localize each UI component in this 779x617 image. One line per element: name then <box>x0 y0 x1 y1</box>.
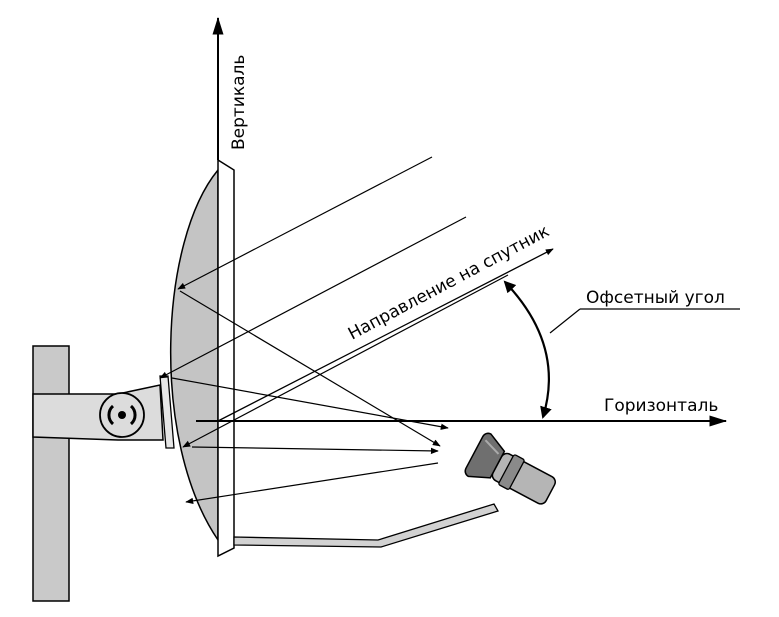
incoming-ray <box>182 274 509 448</box>
feed-support-arm <box>233 503 499 548</box>
satellite-direction-label: Направление на спутник <box>345 221 553 344</box>
reflected-rays <box>171 290 449 505</box>
mast-pole <box>32 345 70 602</box>
pivot-joint-icon <box>99 392 145 438</box>
reflected-ray <box>191 446 439 455</box>
reflected-ray <box>185 462 439 505</box>
offset-angle-label: Офсетный угол <box>586 288 725 308</box>
converter-lnb-icon <box>464 432 556 505</box>
dish-reflector <box>169 167 219 543</box>
incoming-ray <box>159 216 467 379</box>
offset-angle-arc <box>503 280 552 419</box>
satellite-direction-line <box>217 248 554 422</box>
incoming-rays <box>159 156 509 448</box>
vertical-label: Вертикаль <box>229 55 249 150</box>
dish-rim <box>217 158 235 558</box>
reflected-ray <box>179 290 441 447</box>
horizontal-label: Горизонталь <box>604 396 718 416</box>
incoming-ray <box>177 156 433 290</box>
offset-angle-leader <box>549 308 581 334</box>
reflected-ray <box>171 377 449 430</box>
